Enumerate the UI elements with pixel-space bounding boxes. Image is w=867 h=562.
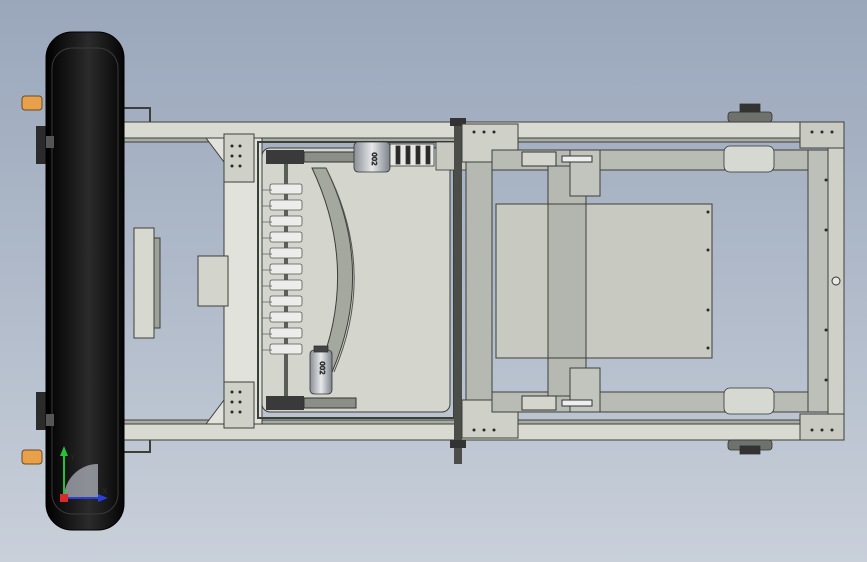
side-rails (599, 149, 829, 413)
spiral-roller (262, 150, 357, 410)
axis-y-label: Y (69, 453, 75, 462)
left-cross-frame (133, 133, 263, 429)
cover-plate (495, 203, 713, 359)
motor-icon: 002 (309, 345, 333, 395)
central-shaft (450, 118, 466, 464)
axis-x-label: X (102, 487, 108, 496)
motor-label: 002 (318, 361, 326, 374)
triad-axes-icon: Y X (60, 446, 108, 502)
latch-knob (831, 276, 841, 286)
hinge-brackets (521, 151, 593, 411)
wheel-icon (723, 103, 775, 455)
drive-motor-label: 002 (370, 152, 378, 165)
roller-drum-icon (45, 31, 125, 531)
bolt-holes (230, 130, 834, 432)
